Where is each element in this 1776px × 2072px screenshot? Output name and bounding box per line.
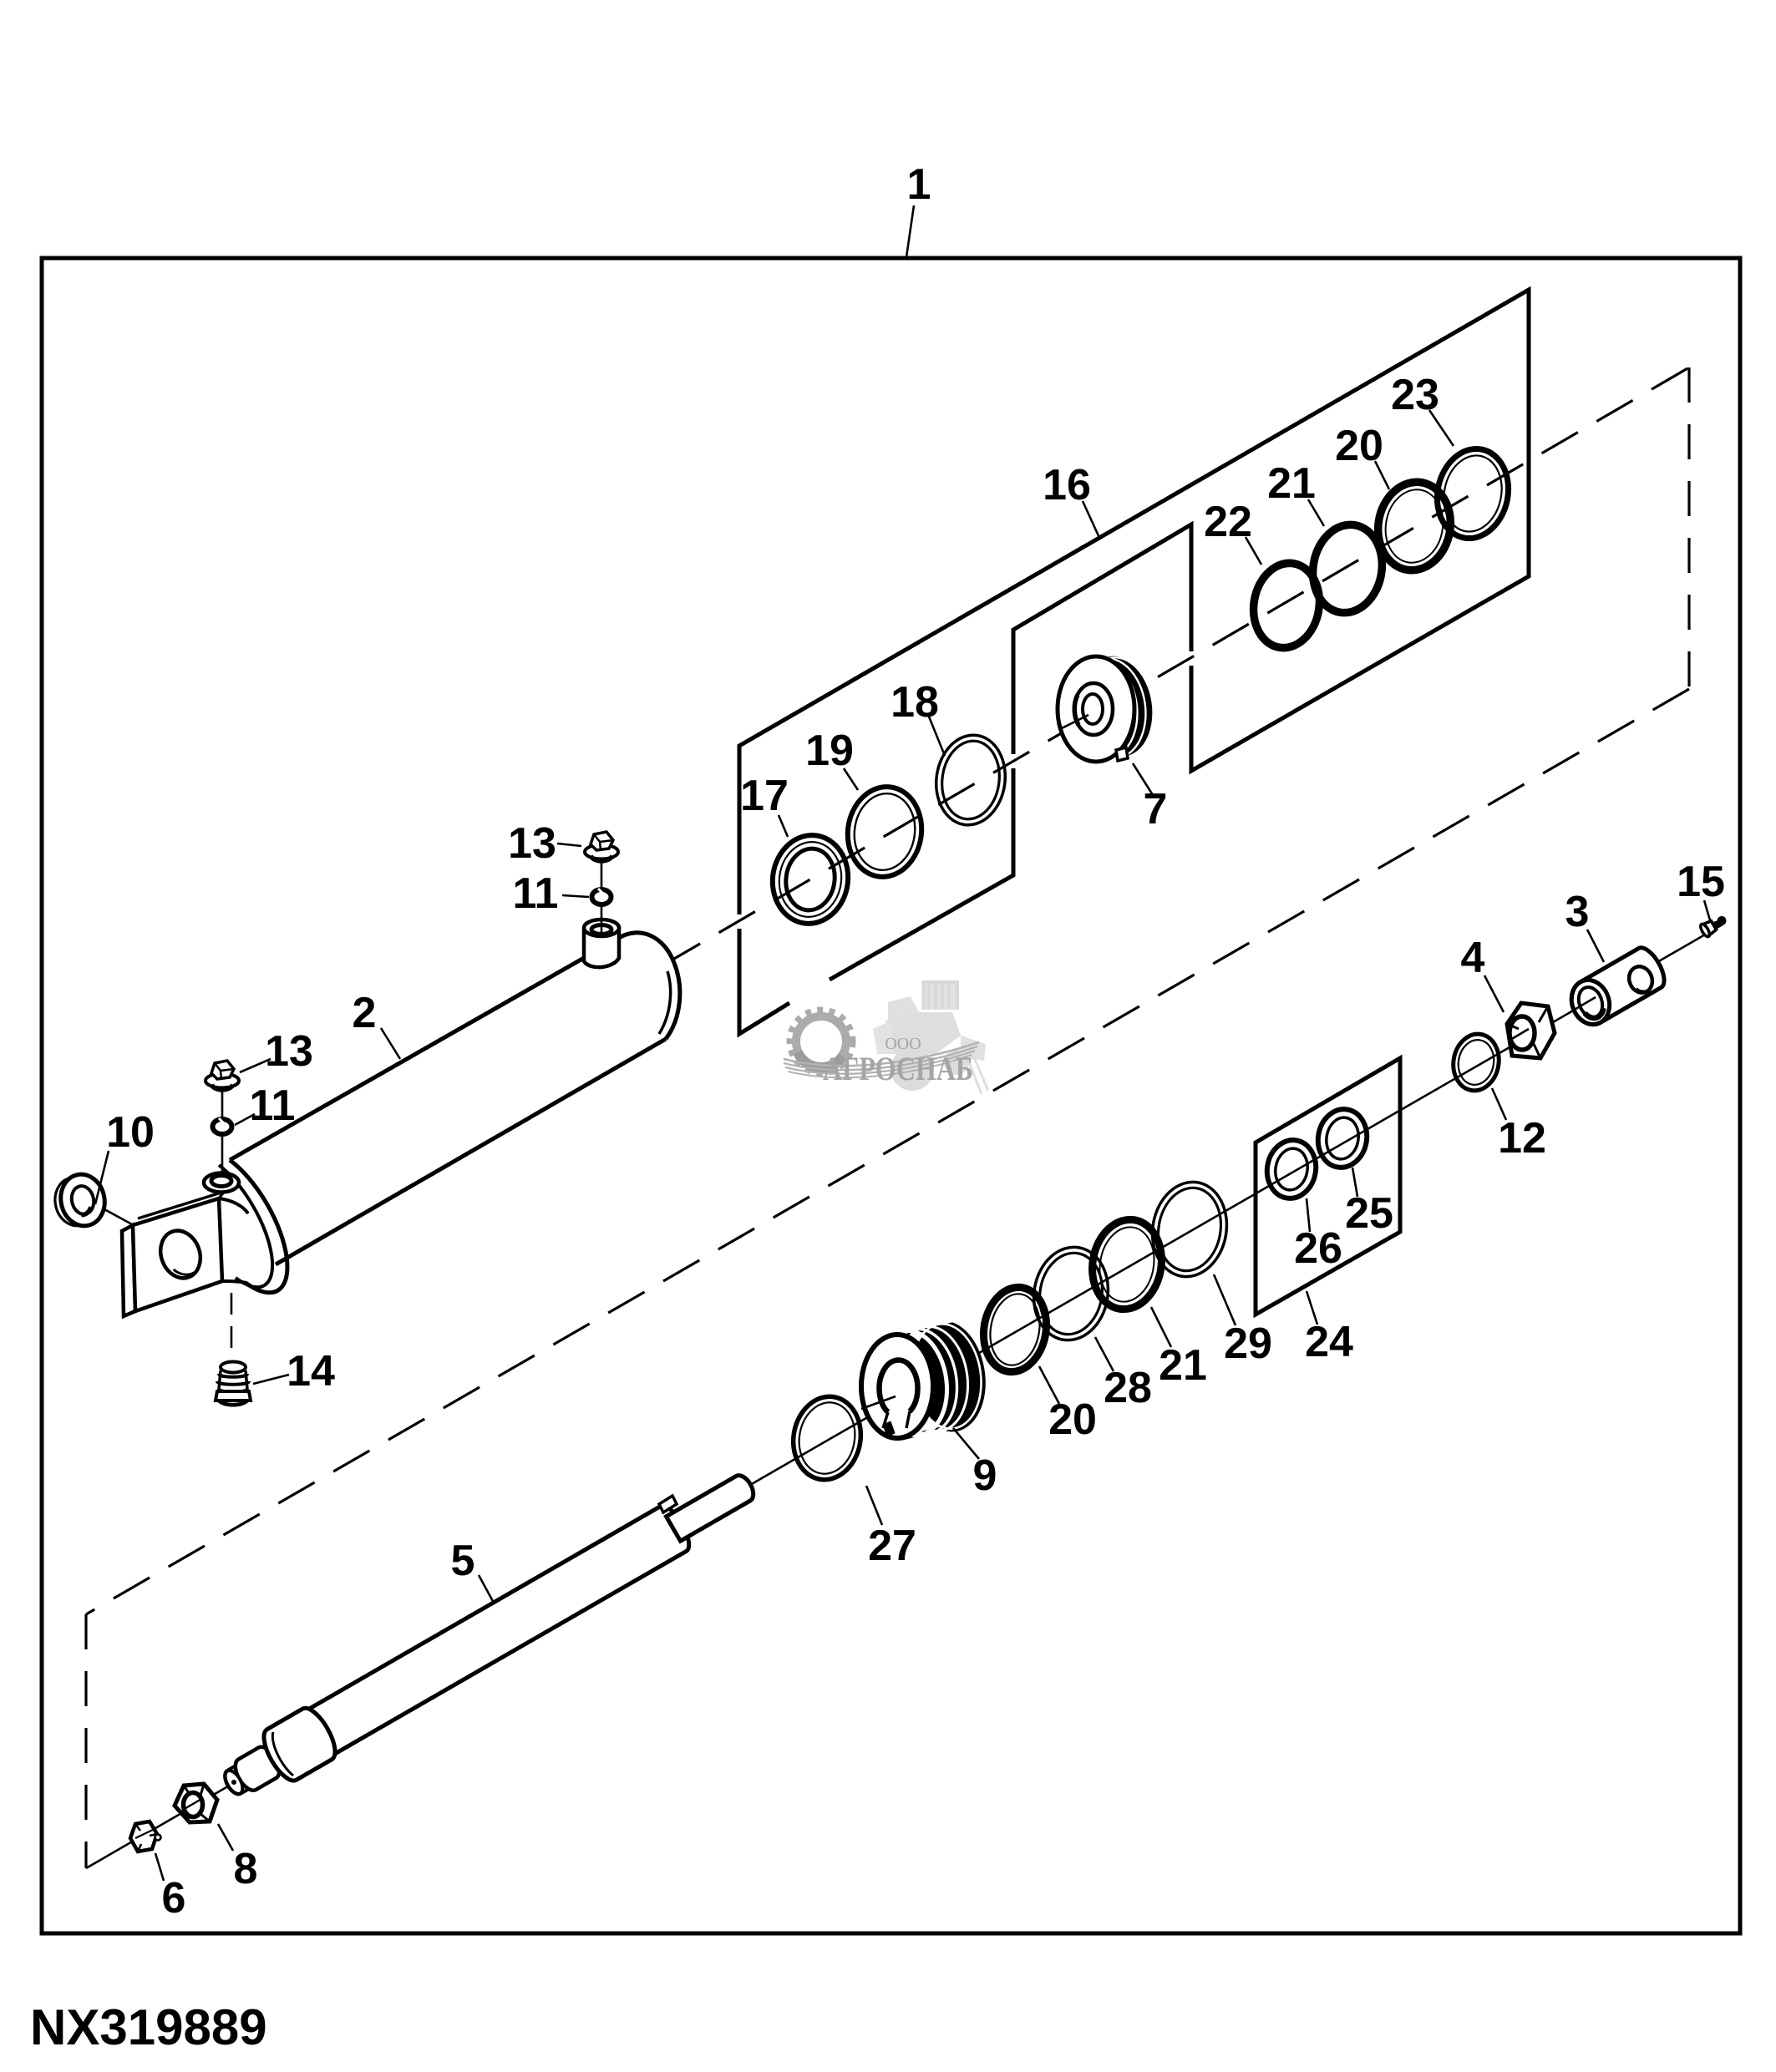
svg-text:27: 27: [868, 1522, 916, 1570]
svg-text:7: 7: [1144, 785, 1168, 833]
svg-text:2: 2: [353, 989, 377, 1037]
svg-text:25: 25: [1345, 1189, 1393, 1238]
svg-text:10: 10: [106, 1108, 155, 1157]
svg-text:11: 11: [250, 1082, 296, 1130]
svg-text:16: 16: [1043, 461, 1091, 509]
svg-text:12: 12: [1498, 1114, 1546, 1163]
svg-text:24: 24: [1305, 1318, 1353, 1366]
svg-text:29: 29: [1224, 1320, 1272, 1368]
svg-text:17: 17: [740, 772, 789, 820]
svg-text:9: 9: [973, 1451, 997, 1500]
svg-text:4: 4: [1461, 934, 1485, 982]
svg-text:14: 14: [287, 1347, 335, 1396]
svg-text:22: 22: [1204, 498, 1252, 546]
svg-text:28: 28: [1104, 1364, 1152, 1412]
svg-text:11: 11: [513, 869, 559, 918]
svg-text:1: 1: [907, 160, 931, 209]
svg-text:13: 13: [508, 819, 556, 868]
svg-text:23: 23: [1391, 371, 1439, 419]
svg-text:8: 8: [234, 1845, 258, 1893]
svg-text:15: 15: [1677, 858, 1725, 906]
svg-text:5: 5: [451, 1537, 475, 1585]
svg-text:21: 21: [1267, 459, 1316, 508]
svg-text:18: 18: [891, 678, 939, 727]
svg-text:26: 26: [1294, 1224, 1342, 1273]
svg-text:NX319889: NX319889: [30, 1999, 267, 2055]
svg-text:6: 6: [162, 1874, 186, 1923]
svg-text:АГРОСНАБ: АГРОСНАБ: [823, 1050, 973, 1087]
svg-text:3: 3: [1565, 888, 1590, 936]
svg-text:ООО: ООО: [885, 1035, 921, 1053]
svg-text:21: 21: [1159, 1341, 1207, 1390]
svg-text:19: 19: [805, 727, 854, 775]
svg-text:20: 20: [1335, 422, 1383, 470]
svg-text:13: 13: [265, 1027, 313, 1076]
svg-text:20: 20: [1048, 1396, 1097, 1444]
